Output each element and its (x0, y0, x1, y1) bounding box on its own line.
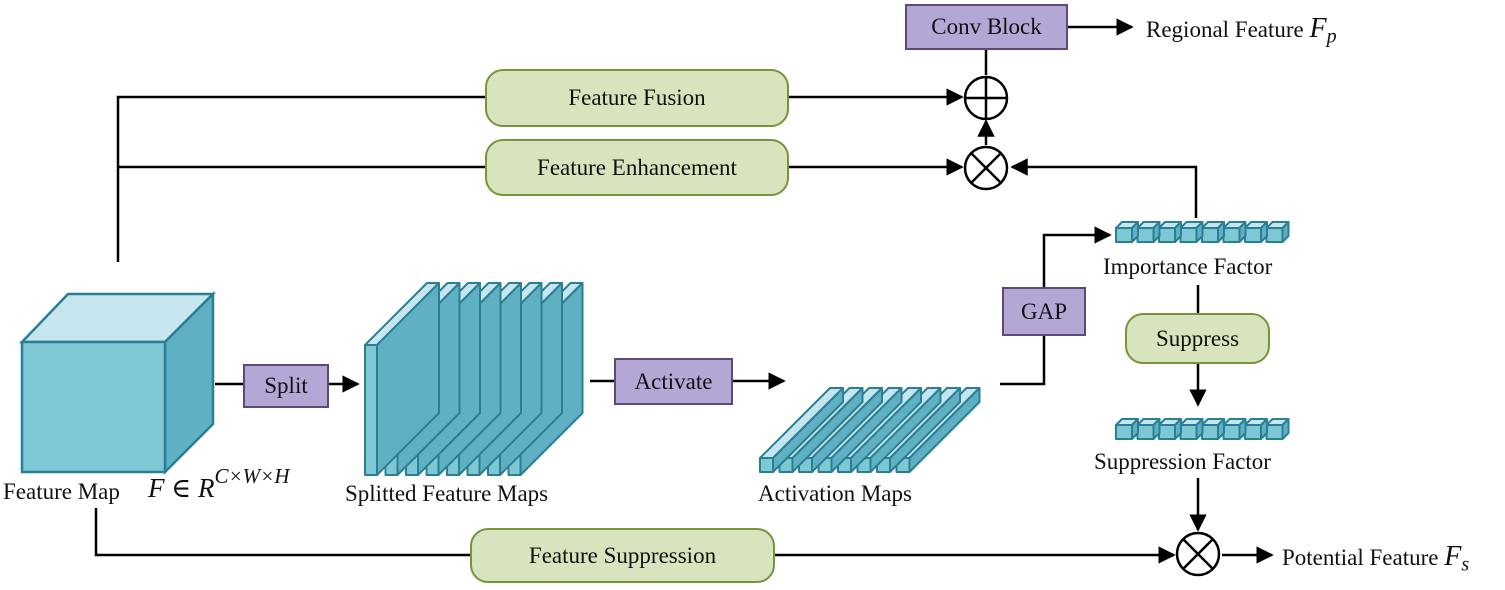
potential-feature-subscript: s (1461, 553, 1470, 576)
suppress-node: Suppress (1125, 313, 1270, 364)
feature-map-formula-dims: C×W×H (214, 464, 290, 488)
gap-to-importance-arrow (1042, 226, 1112, 287)
importance-cell-front (1179, 227, 1198, 243)
suppression-cell-front (1179, 424, 1198, 440)
feature-map-formula-base: F ∈ R (148, 473, 215, 503)
importance-cell-front (1201, 227, 1219, 243)
feature-map-label: Feature Map (3, 480, 120, 503)
feature-fusion-node: Feature Fusion (485, 69, 789, 127)
suppression-cell-front (1201, 424, 1219, 440)
regional-feature-symbol: F (1309, 13, 1327, 44)
suppression-cell-front (1115, 424, 1133, 440)
connectors (94, 18, 1274, 564)
split-node: Split (243, 364, 329, 408)
multiply-operator-top (963, 145, 1009, 191)
potential-feature-label: Potential Feature Fs (1282, 543, 1469, 575)
add-operator (963, 75, 1009, 121)
suppression-cell-front (1136, 424, 1155, 440)
importance-cell-front (1158, 227, 1176, 243)
split-slab-front (364, 344, 378, 476)
map-to-suppression-line (94, 508, 470, 557)
importance-cell-front (1115, 227, 1133, 243)
activation-bar-front (759, 457, 774, 473)
importance-cell-front (1222, 227, 1241, 243)
regional-feature-label: Regional Feature Fp (1146, 15, 1337, 47)
importance-factor-label: Importance Factor (1103, 254, 1273, 279)
gap-node: GAP (1002, 287, 1086, 336)
suppression-cell-front (1158, 424, 1176, 440)
activation-maps-label: Activation Maps (758, 481, 912, 506)
regional-feature-subscript: p (1326, 25, 1337, 48)
importance-cell-front (1244, 227, 1262, 243)
importance-to-mult-arrow (1010, 158, 1198, 218)
potential-feature-symbol: F (1444, 541, 1462, 572)
importance-factor-vector (1115, 221, 1290, 243)
feature-enhancement-node: Feature Enhancement (485, 139, 789, 196)
feature-suppression-node: Feature Suppression (470, 528, 775, 583)
importance-cell-front (1265, 227, 1284, 243)
suppression-factor-vector (1115, 418, 1290, 440)
importance-cell-front (1136, 227, 1155, 243)
splitted-feature-maps-label: Splitted Feature Maps (345, 481, 549, 506)
activate-node: Activate (614, 358, 733, 405)
suppression-cell-front (1265, 424, 1284, 440)
conv-block-node: Conv Block (905, 4, 1068, 50)
feature-map-text: Feature Map (3, 479, 120, 504)
suppression-factor-label: Suppression Factor (1094, 449, 1271, 474)
regional-feature-text: Regional Feature (1146, 17, 1304, 42)
feature-map-formula: F ∈ RC×W×H (148, 466, 290, 503)
trunk-line (116, 95, 486, 262)
feature-map-cube (19, 290, 217, 476)
potential-feature-text: Potential Feature (1282, 545, 1439, 570)
splitted-feature-maps-stack (364, 282, 584, 476)
multiply-operator-bottom (1175, 531, 1221, 577)
suppression-cell-front (1244, 424, 1262, 440)
activation-maps-stack (759, 387, 981, 473)
activation-to-gap-line (1000, 336, 1046, 386)
suppression-cell-front (1222, 424, 1241, 440)
